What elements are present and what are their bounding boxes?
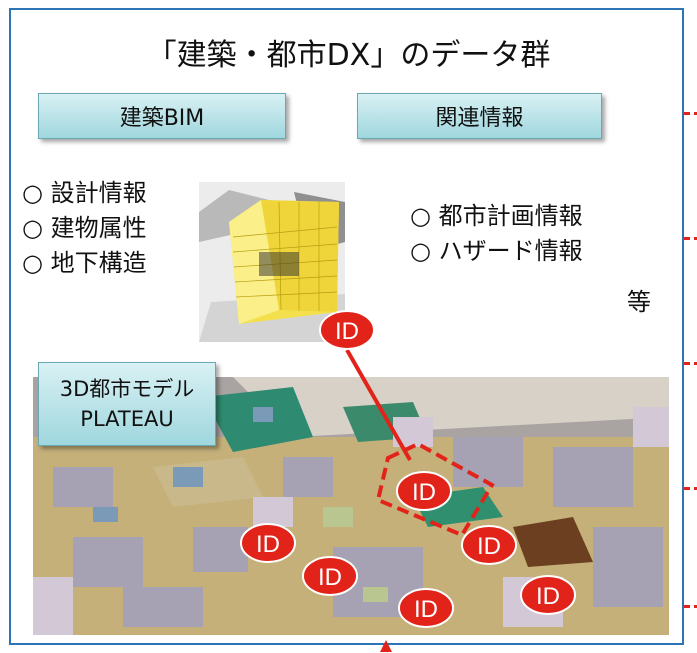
connector-dash <box>684 362 697 365</box>
plateau-label-line2: PLATEAU <box>80 407 174 431</box>
highlighted-building-outline <box>375 441 495 538</box>
bim-button[interactable]: 建築BIM <box>38 93 286 139</box>
connector-dash <box>684 237 697 240</box>
list-item: ○ 都市計画情報 <box>410 202 583 230</box>
bim-building-image <box>199 182 345 342</box>
list-item: ○ 地下構造 <box>22 249 147 277</box>
diagram-title: 「建築・都市DX」のデータ群 <box>146 38 551 73</box>
connector-dash <box>684 112 697 115</box>
related-info-button[interactable]: 関連情報 <box>357 93 602 139</box>
list-item: ○ ハザード情報 <box>410 237 583 265</box>
up-arrow-icon <box>380 640 392 652</box>
id-link-line <box>345 349 412 461</box>
plateau-button[interactable]: 3D都市モデル PLATEAU <box>38 362 216 446</box>
bim-info-list: ○ 設計情報 ○ 建物属性 ○ 地下構造 <box>22 176 147 281</box>
list-item: ○ 設計情報 <box>22 179 147 207</box>
plateau-label-line1: 3D都市モデル <box>59 377 195 401</box>
connector-dash <box>684 605 697 608</box>
related-info-list: ○ 都市計画情報 ○ ハザード情報 <box>410 199 583 269</box>
list-item: ○ 建物属性 <box>22 214 147 242</box>
connector-dash <box>684 487 697 490</box>
etc-label: 等 <box>627 288 651 316</box>
